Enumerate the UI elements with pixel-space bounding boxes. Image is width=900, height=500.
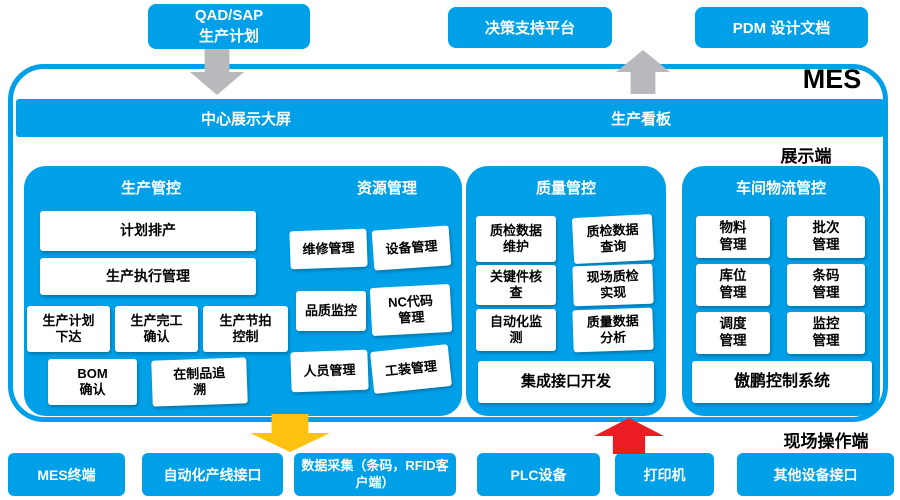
module-wip-trace: 在制品追溯	[151, 357, 248, 407]
module-location-mgmt: 库位管理	[696, 264, 770, 306]
device-mes-terminal: MES终端	[8, 453, 125, 496]
external-system-qad-sap: QAD/SAP 生产计划	[148, 4, 310, 49]
module-inspection-data-query: 质检数据查询	[571, 213, 655, 265]
module-batch-mgmt: 批次管理	[787, 216, 865, 258]
device-other-equipment-interface: 其他设备接口	[737, 453, 894, 496]
module-equipment-mgmt: 设备管理	[371, 225, 452, 271]
header-production-kanban: 生产看板	[610, 110, 671, 128]
module-automated-monitoring: 自动化监测	[476, 309, 556, 351]
module-quality-monitor: 品质监控	[296, 291, 366, 331]
qad-sap-line2: 生产计划	[198, 27, 259, 45]
module-maintenance-mgmt: 维修管理	[289, 228, 368, 270]
header-center-display: 中心展示大屏	[200, 110, 291, 128]
panel-title-production: 生产管控	[120, 180, 181, 197]
device-automation-line-interface: 自动化产线接口	[142, 453, 283, 496]
module-key-part-check: 关键件核查	[476, 265, 556, 305]
label-display-terminal: 展示端	[780, 147, 832, 166]
device-plc: PLC设备	[477, 453, 600, 496]
label-operation-terminal: 现场操作端	[783, 432, 869, 451]
external-system-pdm: PDM 设计文档	[695, 7, 868, 48]
module-barcode-mgmt: 条码管理	[787, 264, 865, 306]
module-bom-confirm: BOM确认	[48, 359, 137, 405]
module-plan-release: 生产计划下达	[27, 306, 110, 352]
module-tooling-mgmt: 工装管理	[370, 344, 452, 394]
module-nc-code-mgmt: NC代码管理	[369, 283, 453, 337]
module-aopeng-control-system: 傲鹏控制系统	[692, 361, 872, 403]
module-dispatch-mgmt: 调度管理	[696, 312, 770, 354]
module-personnel-mgmt: 人员管理	[290, 349, 369, 393]
module-onsite-inspection: 现场质检实现	[572, 263, 654, 307]
display-header-bar: 中心展示大屏 生产看板	[16, 99, 884, 137]
module-plan-scheduling: 计划排产	[40, 211, 256, 251]
panel-title-resource: 资源管理	[356, 180, 417, 197]
external-system-decision-support: 决策支持平台	[448, 7, 612, 48]
module-production-execution: 生产执行管理	[40, 258, 256, 295]
module-completion-confirm: 生产完工确认	[115, 306, 198, 352]
device-data-collection: 数据采集（条码，RFID客户端）	[294, 453, 456, 496]
red-up-arrow-icon	[594, 418, 664, 454]
qad-sap-line1: QAD/SAP	[194, 7, 264, 25]
mes-title: MES	[802, 64, 862, 94]
module-inspection-data-maintain: 质检数据维护	[476, 216, 556, 262]
module-integration-interface: 集成接口开发	[478, 361, 654, 403]
module-takt-control: 生产节拍控制	[203, 306, 288, 352]
module-quality-data-analysis: 质量数据分析	[572, 307, 654, 353]
mes-container-frame	[8, 64, 888, 422]
module-monitoring-mgmt: 监控管理	[787, 312, 865, 354]
module-material-mgmt: 物料管理	[696, 216, 770, 258]
device-printer: 打印机	[615, 453, 714, 496]
panel-title-quality: 质量管控	[535, 180, 596, 197]
panel-title-logistics: 车间物流管控	[735, 180, 826, 197]
